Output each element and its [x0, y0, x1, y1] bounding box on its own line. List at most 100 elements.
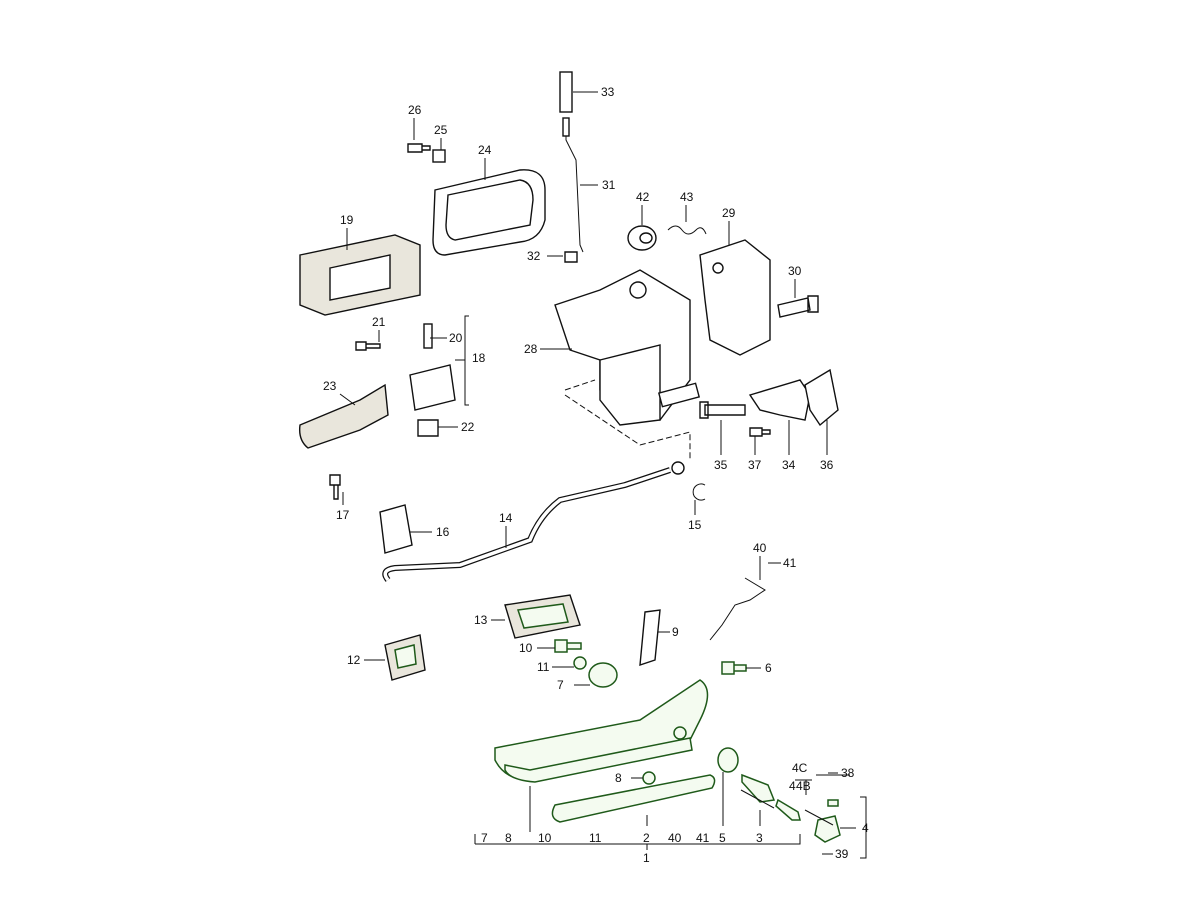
callout-22: 22: [461, 420, 475, 434]
callout-6: 6: [765, 661, 772, 675]
callout-34: 34: [782, 458, 796, 472]
part-2-trim: [551, 774, 716, 823]
part-26-screw: [407, 143, 431, 153]
callout-21: 21: [372, 315, 386, 329]
callout-18: 18: [472, 351, 486, 365]
callout-23: 23: [323, 379, 337, 393]
bottom-item-41: 41: [696, 831, 710, 845]
part-handle-hole: [673, 726, 687, 740]
part-13-window: [517, 603, 569, 629]
part-43-spring: [667, 225, 707, 235]
callout-20: 20: [449, 331, 463, 345]
part-29-hole: [712, 262, 724, 274]
callout-7: 7: [557, 678, 564, 692]
callout-9: 9: [672, 625, 679, 639]
part-8-clip: [642, 771, 656, 785]
callout-11: 11: [537, 660, 550, 674]
part-40-link: [709, 577, 766, 641]
callout-29: 29: [722, 206, 736, 220]
part-14-eye: [671, 461, 685, 475]
part-38-screw: [827, 799, 839, 807]
part-34-bracket: [748, 379, 811, 421]
callout-40: 40: [753, 541, 767, 555]
callout-10: 10: [519, 641, 533, 655]
callout-36: 36: [820, 458, 834, 472]
callout-42: 42: [636, 190, 650, 204]
bottom-item-11: 11: [589, 831, 602, 845]
callout-8: 8: [615, 771, 622, 785]
callout-25: 25: [434, 123, 448, 137]
part-18-hinge: [409, 364, 456, 411]
part-28-plate: [599, 344, 661, 426]
callout-32: 32: [527, 249, 541, 263]
callout-43: 43: [680, 190, 694, 204]
bottom-item-40: 40: [668, 831, 682, 845]
callout-4b: 4B: [796, 779, 811, 793]
part-19-window: [329, 254, 391, 301]
part-9-lever: [639, 609, 661, 667]
callout-41: 41: [783, 556, 797, 570]
callout-38: 38: [841, 766, 855, 780]
part-36-plate: [804, 368, 839, 427]
bottom-item-8: 8: [505, 831, 512, 845]
part-14-cable: [382, 467, 671, 582]
part-21-screw: [355, 341, 381, 351]
part-10-screw: [554, 639, 582, 653]
part-17-screw: [329, 474, 341, 500]
parts: [298, 71, 841, 843]
callout-4c: 4C: [792, 761, 808, 775]
callout-19: 19: [340, 213, 354, 227]
part-4-lock-cylinder: [814, 815, 841, 843]
part-24-inner: [445, 179, 534, 241]
part-33-sleeve: [559, 71, 573, 113]
leader-lines: [339, 91, 867, 859]
callout-24: 24: [478, 143, 492, 157]
callout-17: 17: [336, 508, 350, 522]
bottom-item-5: 5: [719, 831, 726, 845]
part-37-screw: [749, 427, 771, 437]
callout-26: 26: [408, 103, 422, 117]
callout-16: 16: [436, 525, 450, 539]
callout-39: 39: [835, 847, 849, 861]
part-15-clip: [692, 483, 706, 501]
callout-37: 37: [748, 458, 762, 472]
callout-14: 14: [499, 511, 513, 525]
callout-31: 31: [602, 178, 616, 192]
part-11-washer: [573, 656, 587, 670]
callout-33: 33: [601, 85, 615, 99]
bottom-item-2: 2: [643, 831, 650, 845]
part-25-clip: [432, 149, 446, 163]
callout-35: 35: [714, 458, 728, 472]
part-14-cable-inner: [383, 468, 671, 582]
part-3-spring: [741, 773, 776, 803]
bottom-item-3: 3: [756, 831, 763, 845]
part-29-latch-cover: [699, 239, 771, 356]
part-6-screw: [721, 661, 747, 675]
callout-4: 4: [789, 779, 796, 793]
part-28-outline: [564, 379, 691, 460]
assembly-label: 1: [643, 851, 650, 865]
part-handle-front: [504, 737, 693, 783]
part-30-bolt: [777, 295, 819, 318]
bottom-item-7: 7: [481, 831, 488, 845]
callout-13: 13: [474, 613, 488, 627]
part-5-bushing: [717, 747, 739, 773]
part-35-bolt: [699, 401, 746, 419]
callout-4: 4: [862, 821, 869, 835]
callout-12: 12: [347, 653, 361, 667]
part-28-spring: [657, 382, 701, 408]
part-23-lever: [298, 383, 389, 449]
part-4b-key: [775, 798, 801, 821]
part-22-clip: [417, 419, 439, 437]
callout-30: 30: [788, 264, 802, 278]
callout-15: 15: [688, 518, 702, 532]
part-32-clip: [564, 251, 578, 263]
part-42-hole: [639, 232, 653, 244]
part-28-pivot: [629, 281, 647, 299]
part-7-cam: [588, 662, 618, 688]
part-31-rod-end: [562, 117, 570, 137]
